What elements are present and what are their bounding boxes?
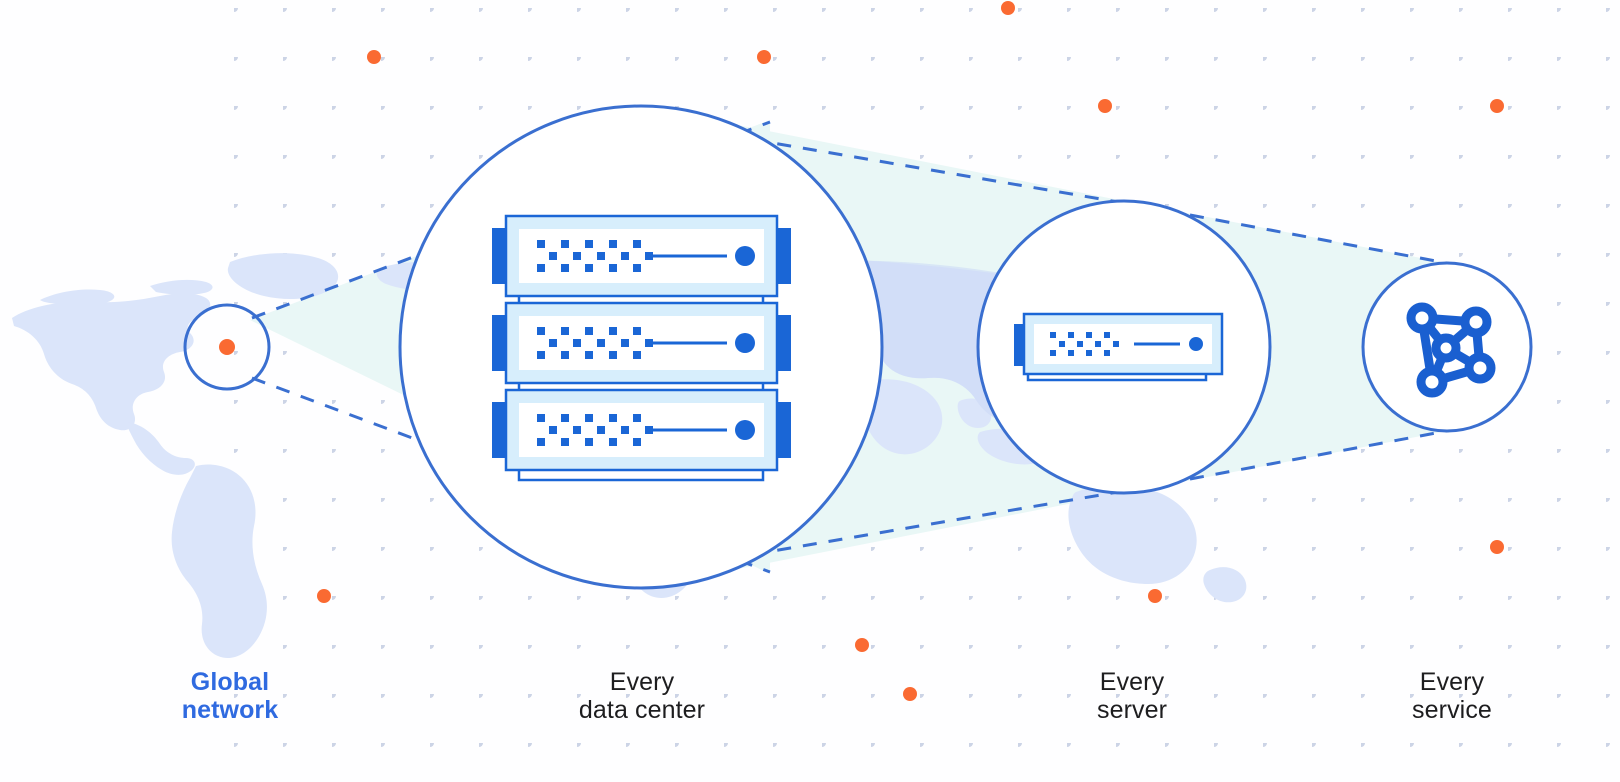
server-led-grid: [537, 327, 653, 359]
dashed-connectors: [251, 120, 1453, 574]
server-status-dot: [735, 333, 755, 353]
stage-label-global-network: Global network: [181, 668, 279, 724]
single-server-illustration: [1014, 312, 1224, 382]
network-graph-icon: [1406, 302, 1496, 398]
server-unit: [492, 388, 791, 472]
server-led-grid: [537, 240, 653, 272]
graph-node: [1460, 306, 1492, 338]
server-led-grid: [537, 414, 653, 446]
graph-node: [1464, 352, 1496, 384]
highlight-dots: [317, 1, 1504, 701]
stage-label-data-center: Every data center: [578, 668, 706, 724]
stage-label-server: Every server: [1096, 668, 1168, 724]
server-rack-illustration: [492, 214, 791, 482]
graph-node: [1406, 302, 1438, 334]
server-unit: [492, 301, 791, 385]
server-status-dot: [735, 420, 755, 440]
server-status-dot: [735, 246, 755, 266]
server-status-dot: [1189, 337, 1203, 351]
map-focus-marker: [183, 303, 271, 391]
server-unit: [492, 214, 791, 298]
stage-label-service: Every service: [1412, 668, 1492, 724]
graph-node: [1431, 333, 1461, 363]
map-location-dot: [219, 339, 235, 355]
graph-node: [1416, 366, 1448, 398]
server-led-grid: [1050, 332, 1119, 356]
